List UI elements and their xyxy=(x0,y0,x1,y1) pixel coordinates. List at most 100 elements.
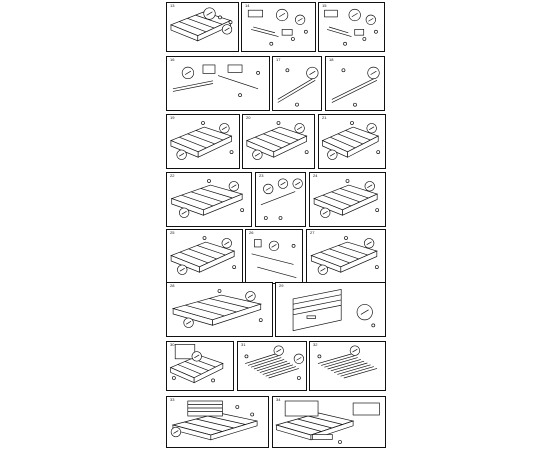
step-illustration xyxy=(251,239,297,279)
part-label xyxy=(207,179,211,183)
part-label xyxy=(374,29,378,34)
frame-rail xyxy=(190,191,223,203)
step-panel: 27 xyxy=(306,229,386,284)
step-panel: 14 xyxy=(241,2,316,52)
part-label xyxy=(258,318,263,322)
hardware-box xyxy=(227,64,243,73)
part-label xyxy=(218,15,222,20)
headboard-plate xyxy=(306,315,316,319)
step-illustration xyxy=(310,236,379,275)
bed-slat xyxy=(245,353,276,364)
part-label xyxy=(244,354,249,359)
detail-part xyxy=(221,126,227,130)
part-label xyxy=(235,405,240,409)
side-rail xyxy=(217,75,259,90)
step-illustration xyxy=(171,289,263,328)
bracket xyxy=(328,26,349,34)
part-label xyxy=(229,150,234,154)
frame-rail xyxy=(263,133,291,145)
part-label xyxy=(263,216,268,220)
bed-slat xyxy=(259,362,291,373)
step-panel: 24 xyxy=(309,172,386,227)
drawer xyxy=(312,434,333,440)
part-label xyxy=(303,29,308,34)
part-label xyxy=(295,102,299,107)
frame-rail xyxy=(184,421,223,432)
step-panel: 31 xyxy=(237,341,307,391)
step-number: 33 xyxy=(170,397,175,402)
step-illustration xyxy=(331,66,380,107)
slat-bar xyxy=(331,80,378,103)
step-number: 19 xyxy=(170,115,175,120)
step-illustration xyxy=(169,344,224,384)
step-number: 16 xyxy=(170,57,175,62)
step-number: 14 xyxy=(245,3,250,8)
part-label xyxy=(341,68,346,73)
detail-part xyxy=(309,70,316,75)
headboard-panel-line xyxy=(292,294,342,305)
step-panel: 17 xyxy=(272,56,322,111)
frame-rail xyxy=(345,130,371,141)
detail-part xyxy=(184,70,191,75)
headboard-panel-line xyxy=(292,299,342,310)
step-panel: 34 xyxy=(272,396,386,448)
step-number: 13 xyxy=(170,3,175,8)
detail-part xyxy=(320,268,326,272)
step-number: 17 xyxy=(276,57,281,62)
detail-part xyxy=(297,18,303,22)
part-label xyxy=(201,121,205,125)
step-illustration xyxy=(292,288,376,332)
step-illustration xyxy=(321,121,381,160)
frame-rail xyxy=(340,188,369,199)
part-label xyxy=(338,440,342,444)
detail-part xyxy=(279,12,286,18)
part-label xyxy=(375,208,380,212)
step-illustration xyxy=(247,8,308,46)
step-panel: 22 xyxy=(166,172,252,227)
detail-part xyxy=(185,321,192,325)
part-label xyxy=(350,121,354,125)
frame-rail xyxy=(179,136,207,149)
step-panel: 13 xyxy=(166,2,239,52)
frame-rail xyxy=(181,194,214,207)
headboard xyxy=(284,400,319,417)
step-panel: 23 xyxy=(255,172,306,227)
part-label xyxy=(317,354,322,359)
bracket xyxy=(251,29,279,37)
step-panel: 32 xyxy=(309,341,386,391)
part-label xyxy=(344,236,348,240)
part-label xyxy=(276,121,281,125)
part-label xyxy=(291,244,296,248)
step-number: 26 xyxy=(249,230,254,235)
part-label xyxy=(269,41,274,46)
hardware-box xyxy=(247,9,263,18)
step-illustration xyxy=(324,8,378,46)
drawer-box xyxy=(352,402,380,416)
detail-part xyxy=(351,12,358,18)
hardware-box xyxy=(202,64,216,74)
detail-part xyxy=(179,268,185,272)
part-label xyxy=(211,378,215,383)
part-label xyxy=(297,376,301,380)
bed-frame-front xyxy=(340,250,378,273)
detail-part xyxy=(179,153,185,157)
step-number: 32 xyxy=(313,342,318,347)
step-illustration xyxy=(277,66,319,107)
step-number: 28 xyxy=(170,283,175,288)
step-number: 24 xyxy=(313,173,318,178)
frame-rail xyxy=(200,188,233,199)
step-panel: 26 xyxy=(245,229,303,284)
bed-frame-front xyxy=(193,362,224,384)
frame-rail xyxy=(337,133,364,145)
step-illustration xyxy=(170,179,245,218)
step-number: 15 xyxy=(322,3,327,8)
step-number: 25 xyxy=(170,230,175,235)
frame-rail xyxy=(338,245,368,256)
detail-part xyxy=(297,126,303,130)
detail-part xyxy=(329,153,335,157)
step-illustration xyxy=(170,400,258,441)
part-label xyxy=(240,208,245,212)
detail-part xyxy=(366,241,372,245)
frame-rail xyxy=(195,14,223,25)
